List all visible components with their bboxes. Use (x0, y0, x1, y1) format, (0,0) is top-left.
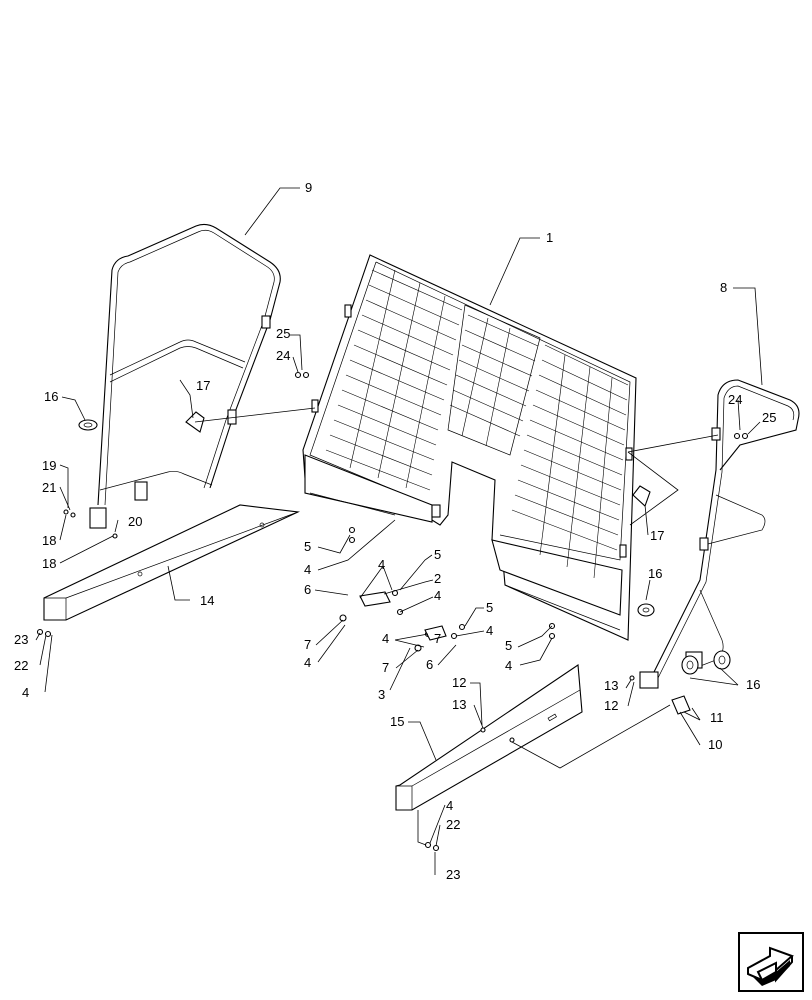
callout-12: 12 (604, 698, 618, 713)
callout-5: 5 (505, 638, 512, 653)
callout-23: 23 (446, 867, 460, 882)
callout-4: 4 (304, 655, 311, 670)
leader-lines (35, 187, 763, 875)
grille-bars-center (449, 314, 539, 447)
callout-17: 17 (196, 378, 210, 393)
next-page-arrow-icon (747, 946, 794, 986)
callout-15: 15 (390, 714, 404, 729)
callout-11: 11 (710, 710, 724, 725)
callout-25: 25 (762, 410, 776, 425)
callout-labels: 9 1 8 25 24 17 16 19 21 18 20 18 14 23 2… (14, 180, 776, 882)
right-handrail-part-8 (639, 379, 800, 689)
callout-18: 18 (42, 533, 56, 548)
callout-24: 24 (728, 392, 742, 407)
callout-1: 1 (546, 230, 553, 245)
callout-4: 4 (382, 631, 389, 646)
hardware-parts (36, 371, 749, 852)
callout-22: 22 (446, 817, 460, 832)
left-beam-part-14 (43, 504, 300, 621)
callout-24: 24 (276, 348, 290, 363)
callout-25: 25 (276, 326, 290, 341)
callout-4: 4 (304, 562, 311, 577)
callout-5: 5 (304, 539, 311, 554)
callout-12: 12 (452, 675, 466, 690)
next-page-button[interactable] (738, 932, 804, 992)
callout-16: 16 (648, 566, 662, 581)
callout-16: 16 (44, 389, 58, 404)
callout-9: 9 (305, 180, 312, 195)
callout-19: 19 (42, 458, 56, 473)
callout-17: 17 (650, 528, 664, 543)
callout-7: 7 (382, 660, 389, 675)
callout-4: 4 (22, 685, 29, 700)
grille-bars-right (511, 344, 629, 579)
callout-18: 18 (42, 556, 56, 571)
callout-4: 4 (505, 658, 512, 673)
callout-4: 4 (378, 557, 385, 572)
callout-4: 4 (434, 588, 441, 603)
callout-16: 16 (746, 677, 760, 692)
callout-2: 2 (434, 571, 441, 586)
callout-23: 23 (14, 632, 28, 647)
callout-6: 6 (426, 657, 433, 672)
callout-21: 21 (42, 480, 56, 495)
left-handrail-part-9 (89, 223, 281, 529)
callout-20: 20 (128, 514, 142, 529)
callout-10: 10 (708, 737, 722, 752)
callout-14: 14 (200, 593, 214, 608)
callout-7: 7 (434, 631, 441, 646)
callout-13: 13 (604, 678, 618, 693)
callout-13: 13 (452, 697, 466, 712)
callout-22: 22 (14, 658, 28, 673)
callout-8: 8 (720, 280, 727, 295)
callout-7: 7 (304, 637, 311, 652)
callout-6: 6 (304, 582, 311, 597)
callout-4: 4 (446, 798, 453, 813)
callout-4: 4 (486, 623, 493, 638)
callout-5: 5 (486, 600, 493, 615)
right-beam-part-15 (395, 664, 583, 811)
callout-3: 3 (378, 687, 385, 702)
callout-5: 5 (434, 547, 441, 562)
grille-panel-part-1 (302, 254, 637, 641)
grille-bars-left (325, 269, 463, 491)
